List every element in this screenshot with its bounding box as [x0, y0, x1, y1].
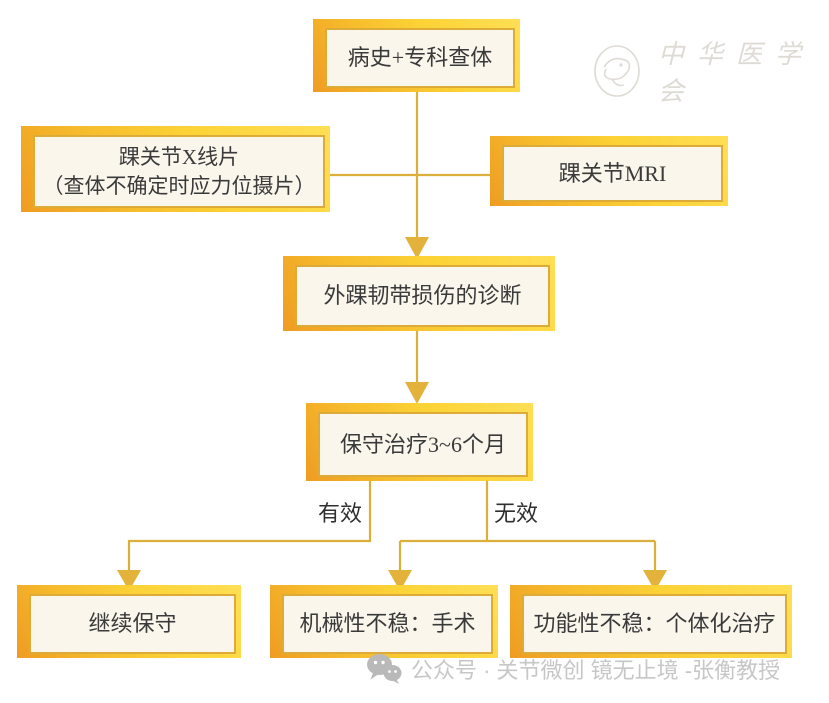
node-conservative-label: 保守治疗3~6个月 — [340, 431, 506, 457]
node-diagnosis-label: 外踝韧带损伤的诊断 — [323, 283, 522, 309]
wechat-icon — [367, 654, 402, 684]
footer-watermark-text: 公众号 · 关节微创 镜无止境 -张衡教授 — [411, 658, 781, 683]
node-diagnosis: 外踝韧带损伤的诊断 — [283, 256, 555, 331]
node-continue-conservative-label: 继续保守 — [88, 611, 177, 637]
node-functional-instability: 功能性不稳：个体化治疗 — [510, 585, 792, 658]
node-mechanical-instability-label: 机械性不稳：手术 — [299, 611, 476, 637]
node-continue-conservative: 继续保守 — [17, 585, 241, 658]
node-xray: 踝关节X线片 （查体不确定时应力位摄片） — [21, 126, 330, 212]
node-xray-line1: 踝关节X线片 — [118, 145, 240, 170]
node-history-label: 病史+专科查体 — [347, 45, 493, 71]
branch-label-effective: 有效 — [317, 501, 362, 526]
node-history: 病史+专科查体 — [313, 19, 520, 92]
node-mechanical-instability: 机械性不稳：手术 — [270, 585, 498, 658]
node-functional-instability-label: 功能性不稳：个体化治疗 — [533, 611, 776, 637]
node-mri-label: 踝关节MRI — [558, 160, 667, 186]
footer-watermark: 公众号 · 关节微创 镜无止境 -张衡教授 — [366, 653, 780, 685]
node-mri: 踝关节MRI — [490, 136, 728, 206]
cma-logo-text: 中华医学会 — [658, 40, 815, 106]
node-conservative: 保守治疗3~6个月 — [306, 403, 533, 481]
cma-watermark: 中华医学会 — [592, 34, 829, 108]
cma-emblem-icon — [594, 45, 640, 97]
node-xray-line2: （查体不确定时应力位摄片） — [42, 173, 316, 198]
branch-label-ineffective: 无效 — [494, 501, 539, 526]
